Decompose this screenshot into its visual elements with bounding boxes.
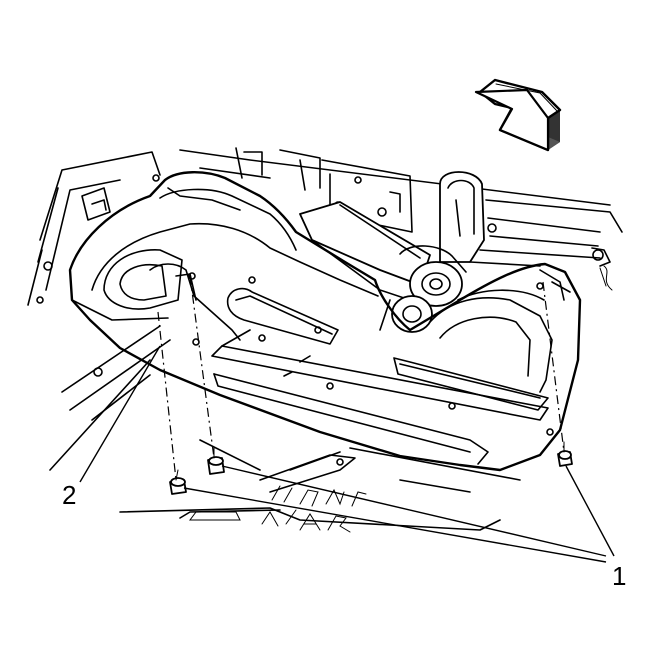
fasteners	[157, 275, 573, 495]
leader-lines	[79, 345, 615, 563]
floor-stamping	[189, 485, 367, 533]
callout-1-label: 1	[612, 561, 626, 591]
alignment-line	[157, 311, 177, 481]
drive-shaft	[299, 171, 485, 333]
alignment-line	[189, 275, 215, 459]
callout-2-label: 2	[62, 480, 76, 510]
underbody-shield	[68, 171, 582, 472]
fastener-bolt-icon	[207, 447, 225, 475]
fastener-bolt-icon	[169, 469, 187, 495]
front-direction-arrow-icon	[474, 78, 562, 152]
vehicle-underbody	[27, 147, 623, 531]
fastener-bolt-icon	[557, 441, 573, 467]
